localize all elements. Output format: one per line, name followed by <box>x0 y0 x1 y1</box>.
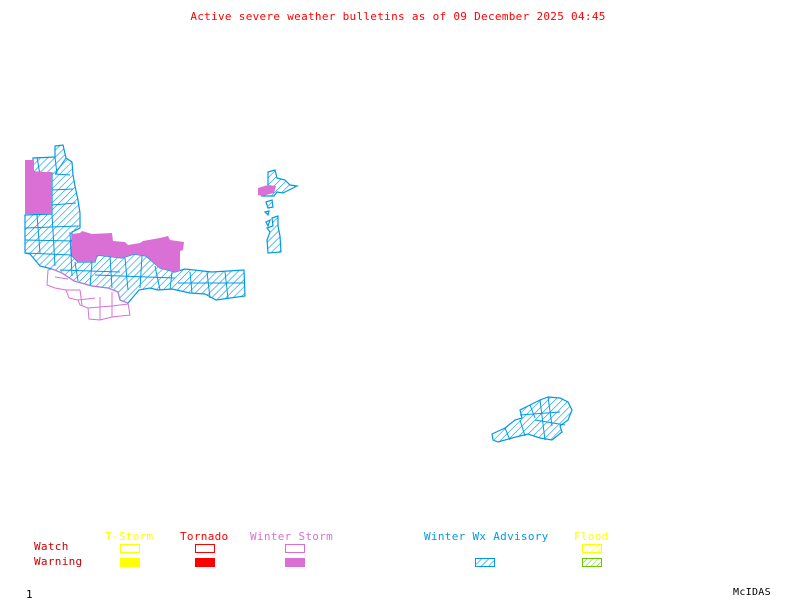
legend-tornado-label: Tornado <box>180 530 229 543</box>
mid-atlantic-advisory-area <box>491 396 573 443</box>
page-number: 1 <box>26 588 33 601</box>
legend-winter-wx-advisory-warning-swatch <box>475 558 495 567</box>
legend-flood-watch-swatch <box>582 544 602 553</box>
northern-plains-advisory-area <box>24 144 246 304</box>
legend-row-warning-label: Warning <box>34 555 83 568</box>
mcidas-brand: McIDAS <box>733 587 771 598</box>
great-lakes-winter-storm-warning <box>258 185 276 196</box>
legend-tornado-watch-swatch <box>195 544 215 553</box>
legend-tstorm-watch-swatch <box>120 544 140 553</box>
plains-winter-storm-watch <box>46 268 131 321</box>
legend-flood-label: Flood <box>574 530 609 543</box>
northern-plains-winter-storm-warning <box>25 160 184 272</box>
bulletin-title: Active severe weather bulletins as of 09… <box>190 10 606 23</box>
great-lakes-advisory-area <box>260 169 299 254</box>
legend-row-watch-label: Watch <box>34 540 69 553</box>
legend-winter-storm-label: Winter Storm <box>250 530 334 543</box>
legend-winter-storm-warning-swatch <box>285 558 305 567</box>
legend-tornado-warning-swatch <box>195 558 215 567</box>
legend-winter-storm-watch-swatch <box>285 544 305 553</box>
legend-tstorm-label: T-Storm <box>105 530 154 543</box>
legend-tstorm-warning-swatch <box>120 558 140 567</box>
legend-flood-warning-swatch <box>582 558 602 567</box>
legend-winter-wx-advisory-label: Winter Wx Advisory <box>424 530 549 543</box>
